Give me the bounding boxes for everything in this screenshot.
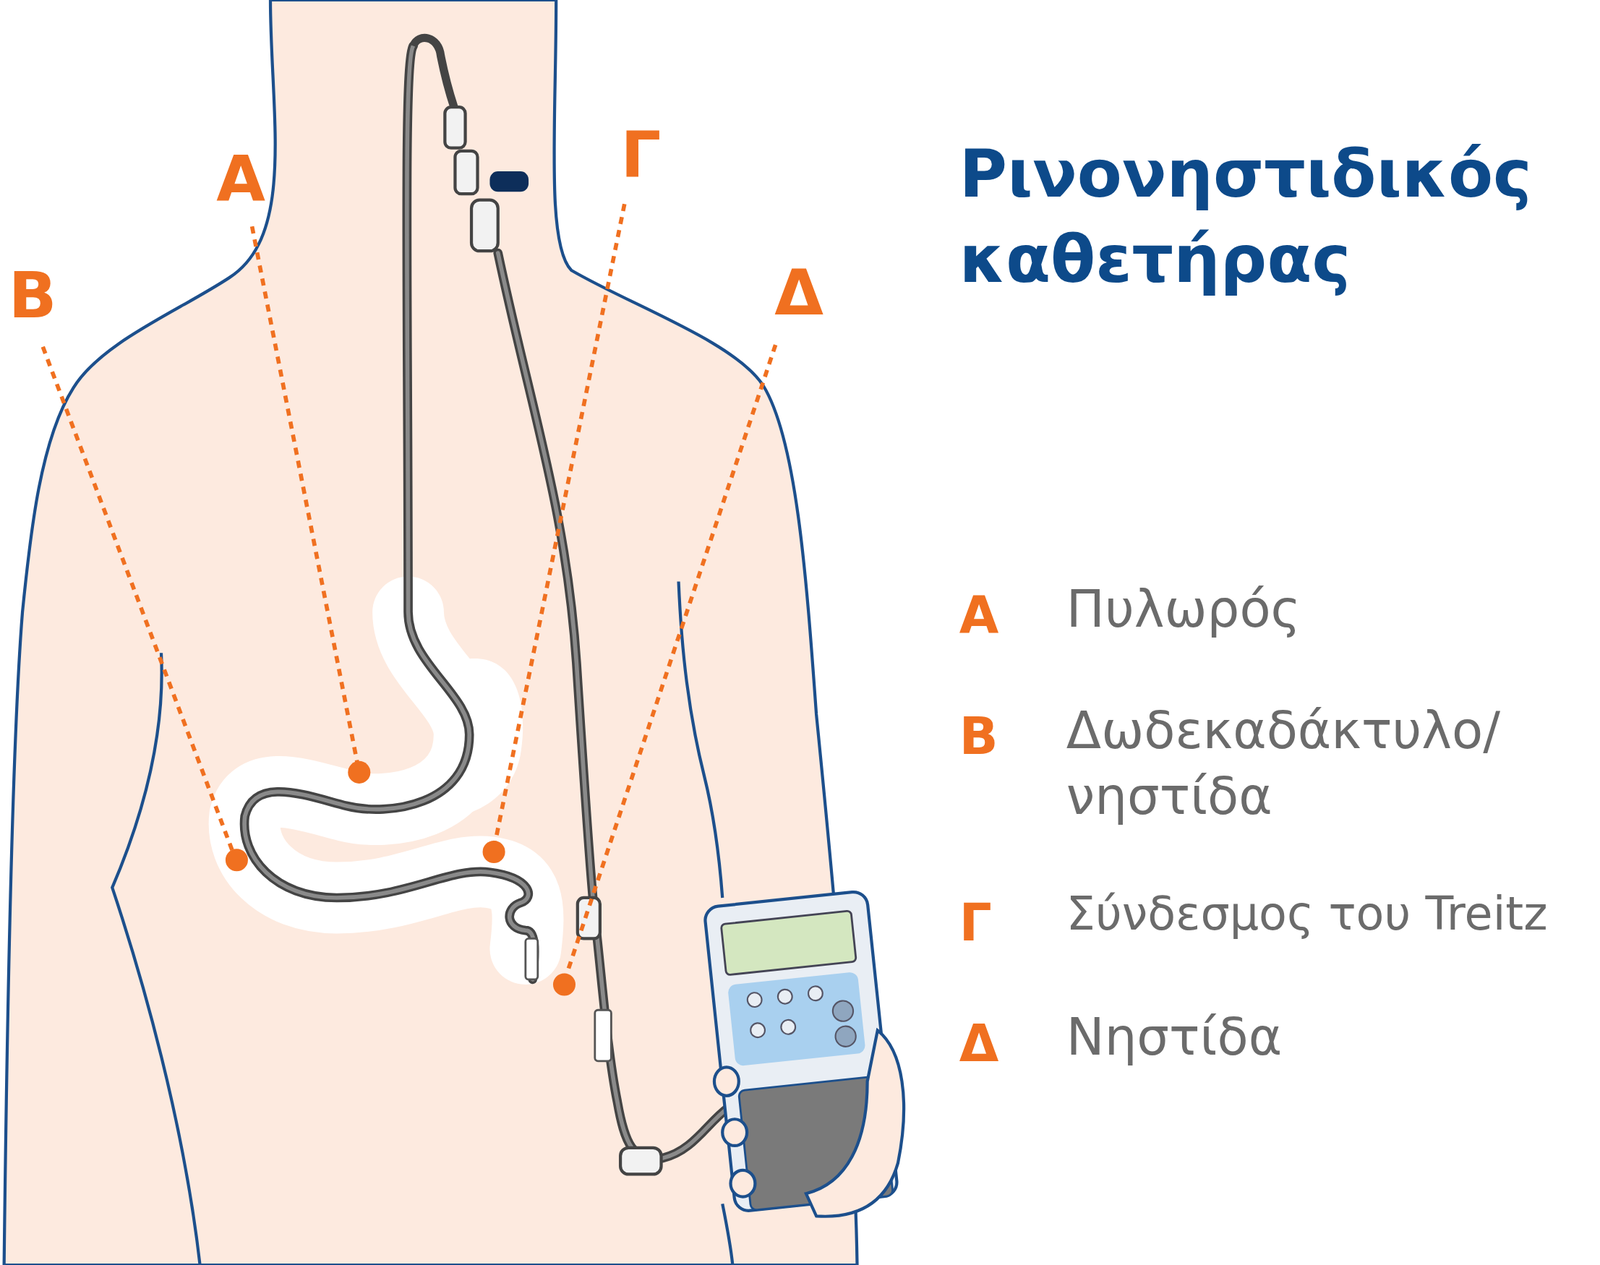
arm-line xyxy=(678,581,724,898)
key-letter: Γ xyxy=(959,897,992,950)
callout-letter: Γ xyxy=(620,123,661,188)
connector xyxy=(454,151,478,194)
thumb xyxy=(714,1067,739,1097)
tube-tip xyxy=(525,938,538,979)
key-text: Πυλωρός xyxy=(1066,576,1577,643)
arm-line xyxy=(112,652,200,1265)
connector xyxy=(444,107,465,148)
key-letter: Δ xyxy=(959,1018,1000,1071)
hand xyxy=(806,1030,904,1217)
key-text: Δωδεκαδάκτυλο/ νηστίδα xyxy=(1066,697,1546,831)
nose-clip xyxy=(489,171,529,192)
leader-dots xyxy=(225,761,576,997)
catheter xyxy=(413,37,455,108)
callout-letter: Β xyxy=(8,264,58,329)
body-outline xyxy=(4,0,858,1265)
finger xyxy=(722,1119,747,1146)
catheter xyxy=(244,46,535,980)
catheter-outline xyxy=(244,46,535,980)
gut-glow xyxy=(244,612,528,950)
connector xyxy=(471,200,499,252)
key-letter: Β xyxy=(959,711,999,763)
callout-letter: Α xyxy=(216,148,266,212)
connector xyxy=(595,1010,612,1062)
finger xyxy=(730,1170,756,1198)
key-letter: Α xyxy=(959,589,1000,642)
key-text: Σύνδεσμος του Treitz xyxy=(1066,884,1598,945)
connector xyxy=(620,1148,661,1175)
callout-letter: Δ xyxy=(774,261,824,325)
diagram-title: Ρινονηστιδικός καθετήρας xyxy=(959,132,1598,303)
arm-line xyxy=(722,1203,733,1265)
leader-lines xyxy=(42,203,776,982)
key-text: Νηστίδα xyxy=(1066,1004,1577,1072)
